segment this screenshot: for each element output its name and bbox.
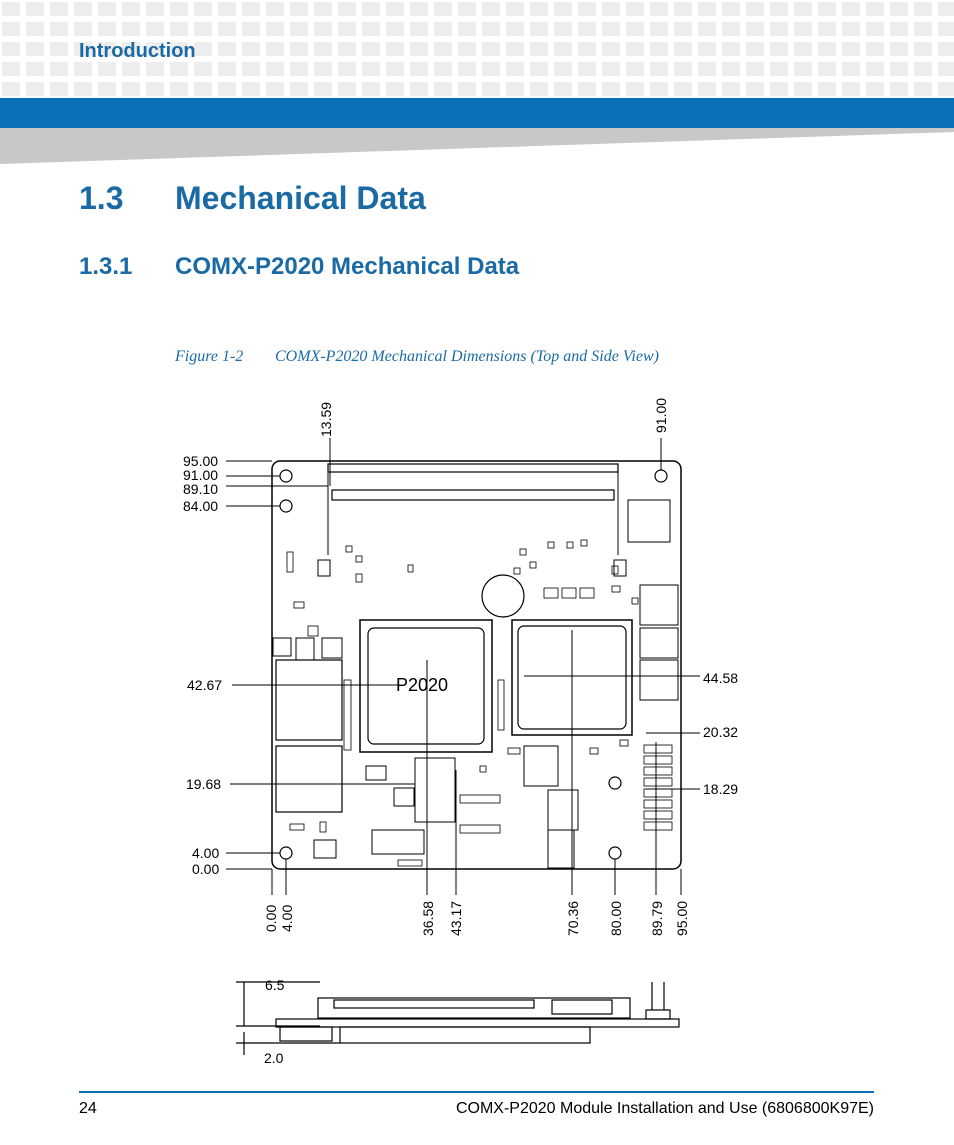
subsection-title: 1.3.1 COMX-P2020 Mechanical Data	[79, 253, 519, 281]
dim-left-84: 84.00	[183, 498, 218, 514]
dim-bottom-43-17: 43.17	[448, 901, 464, 936]
dim-left-91: 91.00	[183, 467, 218, 483]
dim-left-42-67: 42.67	[187, 677, 222, 693]
figure-title: COMX-P2020 Mechanical Dimensions (Top an…	[275, 348, 659, 365]
dim-left-0: 0.00	[192, 861, 219, 877]
dim-bottom-0: 0.00	[263, 905, 279, 932]
dim-right-20-32: 20.32	[703, 724, 738, 740]
dim-side-2-0: 2.0	[264, 1050, 284, 1066]
dim-left-19-68: 19.68	[186, 776, 221, 792]
dim-bottom-70-36: 70.36	[565, 901, 581, 936]
header-blue-band	[0, 98, 954, 128]
dim-top-13-59: 13.59	[318, 402, 334, 437]
mounting-holes	[279, 469, 668, 860]
dim-side-6-5: 6.5	[265, 977, 285, 993]
header-grey-wedge	[0, 128, 954, 164]
battery-component	[481, 574, 525, 618]
dim-left-95: 95.00	[183, 453, 218, 469]
subsection-number: 1.3.1	[79, 253, 133, 280]
section-number: 1.3	[79, 180, 124, 216]
footer-rule	[79, 1091, 874, 1093]
dim-top-91: 91.00	[653, 398, 669, 433]
p2020-chip-outer	[359, 619, 493, 753]
footer-doc-title: COMX-P2020 Module Installation and Use (…	[455, 1100, 874, 1117]
dim-bottom-95: 95.00	[674, 901, 690, 936]
dim-bottom-80: 80.00	[608, 901, 624, 936]
board-outline	[271, 460, 682, 870]
section-title: Mechanical Data	[175, 180, 426, 216]
chip-label: P2020	[396, 675, 448, 695]
connector-top	[327, 463, 619, 473]
subsection-title-text: COMX-P2020 Mechanical Data	[175, 253, 520, 280]
p2020-chip-inner	[367, 627, 485, 745]
dim-left-89-10: 89.10	[183, 481, 218, 497]
dim-bottom-89-79: 89.79	[649, 901, 665, 936]
dim-right-18-29: 18.29	[703, 781, 738, 797]
mechanical-drawing: P2020	[183, 398, 738, 1066]
dim-bottom-4: 4.00	[279, 905, 295, 932]
dim-bottom-36-58: 36.58	[420, 901, 436, 936]
page-number: 24	[79, 1100, 97, 1117]
figure-label: Figure 1-2	[175, 348, 244, 365]
header-pattern	[2, 2, 954, 96]
dim-right-44-58: 44.58	[703, 670, 738, 686]
dim-left-4: 4.00	[192, 845, 219, 861]
side-view	[236, 981, 680, 1055]
page-title: 1.3 Mechanical Data	[79, 180, 426, 217]
figure-caption: Figure 1-2 COMX-P2020 Mechanical Dimensio…	[175, 348, 659, 366]
connector-inner	[331, 489, 615, 501]
header-section-label: Introduction	[79, 40, 196, 62]
